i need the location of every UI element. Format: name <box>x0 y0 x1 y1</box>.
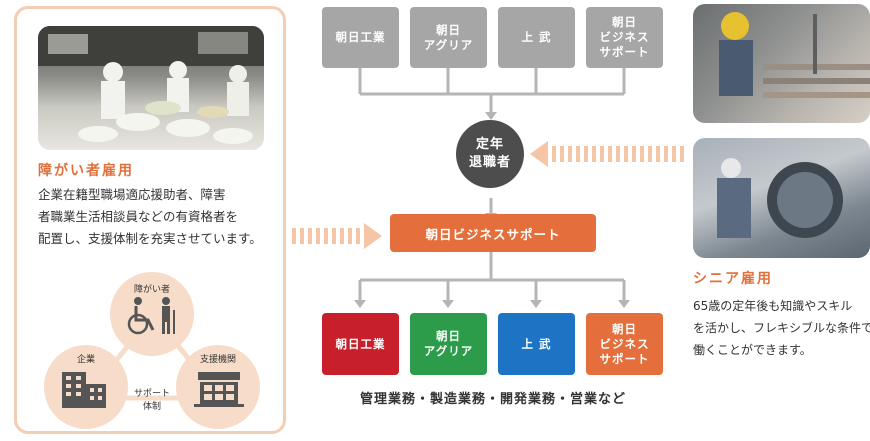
company-name-line: 朝日 <box>436 22 461 37</box>
disabled-person-label: 障がい者 <box>133 285 170 295</box>
laundry-worker-photo <box>693 138 870 258</box>
description-line: 者職業生活相談員などの有資格者を <box>38 209 239 224</box>
support-label-line: 体制 <box>142 402 161 412</box>
business-areas-caption: 管理業務・製造業務・開発業務・営業など <box>359 392 626 407</box>
company-name-line: 朝日工業 <box>335 30 386 44</box>
factory-worker-photo <box>693 4 870 123</box>
retirees-label-line: 定年 <box>475 137 504 152</box>
retirees-label-line: 退職者 <box>468 155 511 170</box>
company-name-line: 朝日工業 <box>335 336 386 351</box>
kitchen-workers-photo <box>38 26 264 150</box>
senior-employment-heading: シニア雇用 <box>693 271 773 287</box>
company-name-line: 上 武 <box>521 336 552 351</box>
support-system-label: サポート 体制 <box>120 388 184 414</box>
company-name-line: ビジネス <box>599 336 650 351</box>
company-name-line: サポート <box>599 351 650 366</box>
bottom-company-box: 上 武 <box>498 313 575 375</box>
company-label: 企業 <box>76 355 95 365</box>
description-line: 働くことができます。 <box>693 343 812 357</box>
description-line: を活かし、フレキシブルな条件で <box>693 321 870 335</box>
bottom-company-box: 朝日工業 <box>322 313 399 375</box>
retirees-circle: 定年 退職者 <box>456 120 524 188</box>
disability-employment-heading: 障がい者雇用 <box>38 163 134 179</box>
description-line: 企業在籍型職場適応援助者、障害 <box>38 187 226 202</box>
right-flow-arrow <box>530 141 684 167</box>
bottom-company-box: 朝日ビジネスサポート <box>586 313 663 375</box>
company-name-line: サポート <box>599 45 650 59</box>
top-company-box: 朝日工業 <box>322 7 399 68</box>
wheelchair-person-icon <box>127 297 175 335</box>
factory-photo-illustration <box>719 12 870 98</box>
laundry-photo-illustration <box>717 158 843 238</box>
company-name-line: アグリア <box>423 37 474 52</box>
senior-employment-description: 65歳の定年後も知識やスキル を活かし、フレキシブルな条件で 働くことができます… <box>693 295 870 361</box>
top-company-box: 朝日ビジネスサポート <box>586 7 663 68</box>
description-line: 65歳の定年後も知識やスキル <box>693 299 853 313</box>
support-label-line: サポート <box>133 389 170 399</box>
company-name-line: アグリア <box>423 344 474 358</box>
company-name-line: 上 武 <box>521 30 552 44</box>
company-name-line: 朝日 <box>436 329 461 343</box>
bottom-company-box: 朝日アグリア <box>410 313 487 375</box>
left-flow-arrow <box>292 223 382 249</box>
support-agency-label: 支援機関 <box>199 355 236 365</box>
disabled-person-circle <box>110 272 194 356</box>
kitchen-photo-illustration <box>38 26 264 144</box>
flow-connectors <box>354 68 630 308</box>
support-agency-building-icon <box>194 372 244 407</box>
company-name-line: ビジネス <box>599 30 650 44</box>
disability-employment-description: 企業在籍型職場適応援助者、障害 者職業生活相談員などの有資格者を 配置し、支援体… <box>38 184 278 250</box>
company-name-line: 朝日 <box>612 15 637 29</box>
company-building-icon <box>62 372 106 408</box>
top-company-box: 上 武 <box>498 7 575 68</box>
description-line: 配置し、支援体制を充実させています。 <box>38 231 262 246</box>
asahi-business-support-bar: 朝日ビジネスサポート <box>390 214 596 252</box>
company-name-line: 朝日 <box>612 321 637 336</box>
top-company-box: 朝日アグリア <box>410 7 487 68</box>
